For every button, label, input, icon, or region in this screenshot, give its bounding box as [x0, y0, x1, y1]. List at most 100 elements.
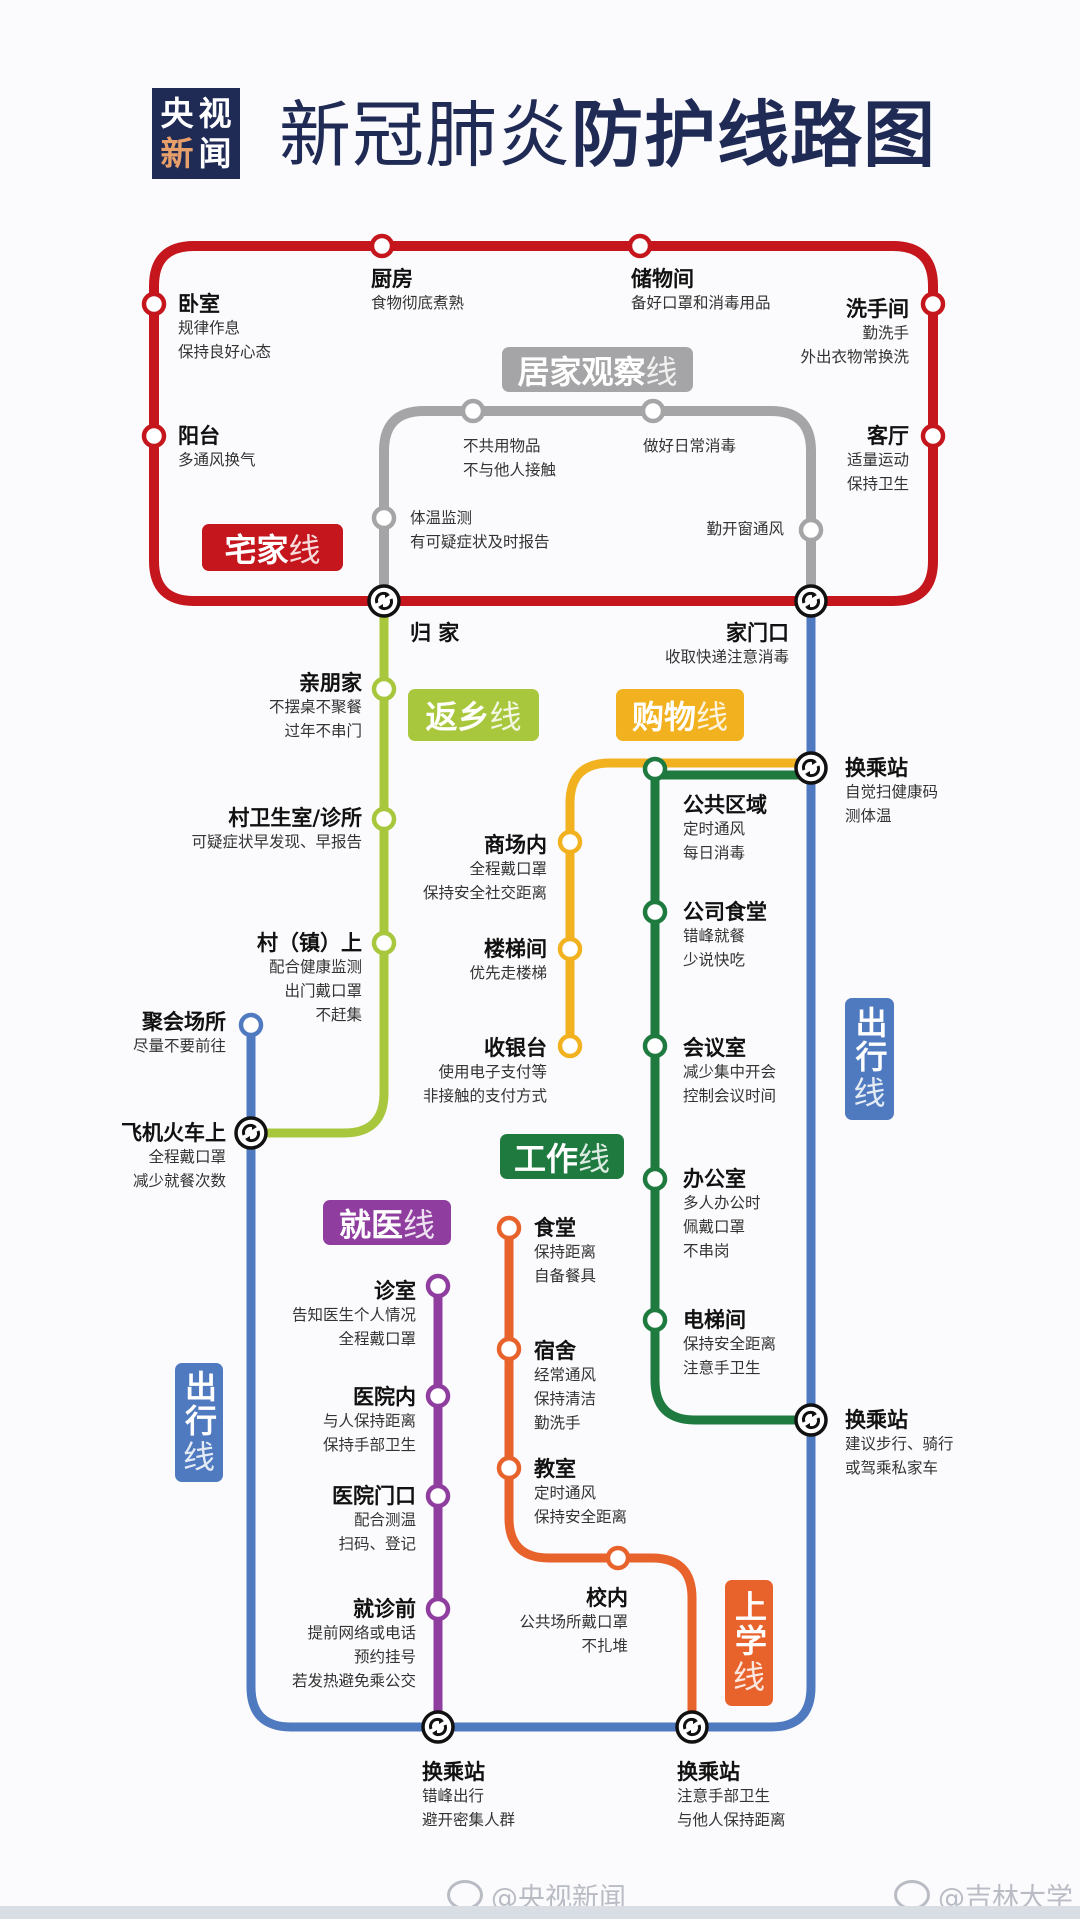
station-tip: 每日消毒 — [683, 844, 746, 862]
station-tip: 公共场所戴口罩 — [519, 1613, 628, 1631]
station-tip: 佩戴口罩 — [683, 1218, 746, 1236]
station-tip: 不摆桌不聚餐 — [268, 698, 362, 716]
page-title: 新冠肺炎防护线路图 — [279, 92, 936, 178]
station-tip: 出门戴口罩 — [284, 982, 362, 1000]
station-tip: 保持距离 — [534, 1243, 597, 1261]
line-suffix: 线 — [645, 352, 678, 391]
station-name: 换乘站 — [845, 756, 908, 780]
shangxue-line — [504, 1223, 697, 1732]
station-tip: 食物彻底煮熟 — [371, 294, 465, 312]
station-name: 楼梯间 — [484, 937, 547, 961]
station-tip: 适量运动 — [846, 451, 909, 469]
station-name: 阳台 — [178, 424, 220, 448]
station-marker — [141, 423, 167, 449]
line-name: 居家观察 — [517, 352, 646, 391]
transfer-station-icon — [794, 1403, 828, 1437]
station-marker — [920, 291, 946, 317]
station-tip: 全程戴口罩 — [148, 1148, 226, 1166]
station-label: 阳台多通风换气 — [178, 424, 256, 472]
transfer-arrowhead-icon — [378, 592, 390, 610]
jujia-line-badge: 居家观察线 — [502, 347, 693, 392]
station-label: 不共用物品不与他人接触 — [463, 434, 556, 482]
station-tip: 收取快递注意消毒 — [664, 648, 789, 666]
station-label: 商场内全程戴口罩保持安全社交距离 — [423, 833, 547, 905]
jujia-line — [379, 406, 816, 606]
fanxiang-line — [246, 596, 389, 1138]
station-name: 亲朋家 — [299, 671, 362, 695]
transfer-arrowhead-icon — [805, 592, 817, 610]
station-name: 电梯间 — [683, 1308, 746, 1332]
station-label: 医院内与人保持距离保持手部卫生 — [323, 1385, 416, 1457]
gouwu-line — [565, 758, 816, 1051]
station-name: 医院门口 — [332, 1484, 416, 1508]
line-suffix: 线 — [578, 1139, 611, 1178]
station-tip: 经常通风 — [534, 1366, 597, 1384]
station-label: 医院门口配合测温扫码、登记 — [332, 1484, 416, 1556]
transfer-station-icon — [794, 584, 828, 618]
station-name: 医院内 — [353, 1385, 416, 1409]
station-marker — [371, 505, 397, 531]
station-name: 办公室 — [683, 1167, 746, 1191]
title-bold: 防护线路图 — [571, 93, 937, 177]
station-tip: 控制会议时间 — [683, 1087, 777, 1105]
station-label: 公司食堂错峰就餐少说快吃 — [683, 900, 767, 972]
line-name: 购物 — [631, 698, 696, 736]
station-tip: 勤洗手 — [862, 324, 909, 342]
station-tip: 保持手部卫生 — [322, 1436, 416, 1454]
station-name: 就诊前 — [353, 1597, 416, 1621]
line-name: 出行 — [850, 1006, 889, 1074]
station-tip: 规律作息 — [178, 319, 241, 337]
station-marker — [642, 1033, 668, 1059]
line-suffix: 线 — [853, 1074, 886, 1112]
station-marker — [496, 1215, 522, 1241]
station-name: 换乘站 — [677, 1760, 740, 1784]
station-tip: 自备餐具 — [534, 1267, 597, 1285]
line-name: 出行 — [180, 1369, 218, 1438]
station-tip: 提前网络或电话 — [307, 1624, 416, 1642]
station-label: 村（镇）上配合健康监测出门戴口罩不赶集 — [257, 931, 362, 1027]
station-tip: 非接触的支付方式 — [422, 1087, 547, 1105]
station-marker — [798, 517, 824, 543]
station-label: 客厅适量运动保持卫生 — [847, 424, 909, 496]
station-marker — [605, 1545, 631, 1571]
station-name: 公共区域 — [683, 793, 767, 817]
transfer-station-icon — [794, 751, 828, 785]
station-label: 就诊前提前网络或电话预约挂号若发热避免乘公交 — [292, 1597, 416, 1693]
line-suffix: 线 — [403, 1205, 436, 1244]
station-name: 储物间 — [631, 267, 694, 291]
line-name: 返乡 — [425, 698, 490, 736]
station-label: 电梯间保持安全距离注意手卫生 — [683, 1308, 776, 1380]
zhaijia-line-badge: 宅家线 — [202, 524, 343, 571]
station-marker — [496, 1455, 522, 1481]
station-label: 收银台使用电子支付等非接触的支付方式 — [423, 1036, 547, 1108]
station-label: 换乘站自觉扫健康码测体温 — [845, 756, 938, 828]
station-label: 做好日常消毒 — [643, 434, 736, 458]
station-tip: 过年不串门 — [284, 722, 362, 740]
line-name: 上学 — [730, 1590, 768, 1658]
station-tip: 告知医生个人情况 — [291, 1306, 416, 1324]
station-name: 会议室 — [683, 1036, 746, 1060]
station-marker — [371, 806, 397, 832]
line-suffix: 线 — [182, 1437, 215, 1476]
station-name: 商场内 — [484, 833, 547, 857]
transfer-station-icon — [421, 1710, 455, 1744]
station-marker — [627, 233, 653, 259]
station-marker — [371, 676, 397, 702]
station-tip: 保持卫生 — [846, 475, 909, 493]
line-name: 工作 — [513, 1139, 578, 1178]
station-tip: 不与他人接触 — [463, 461, 557, 479]
logo-char: 新 — [160, 133, 194, 173]
logo-char: 央 — [160, 93, 194, 133]
station-tip: 建议步行、骑行 — [845, 1435, 954, 1453]
line-suffix: 线 — [288, 530, 321, 569]
station-marker — [425, 1596, 451, 1622]
station-label: 会议室减少集中开会控制会议时间 — [683, 1036, 776, 1108]
station-tip: 注意手部卫生 — [677, 1787, 771, 1805]
station-name: 归 家 — [410, 621, 460, 645]
station-tip: 有可疑症状及时报告 — [410, 533, 550, 551]
station-marker — [460, 398, 486, 424]
logo-char: 闻 — [198, 133, 232, 173]
station-tip: 不扎堆 — [581, 1637, 628, 1655]
station-marker — [371, 930, 397, 956]
